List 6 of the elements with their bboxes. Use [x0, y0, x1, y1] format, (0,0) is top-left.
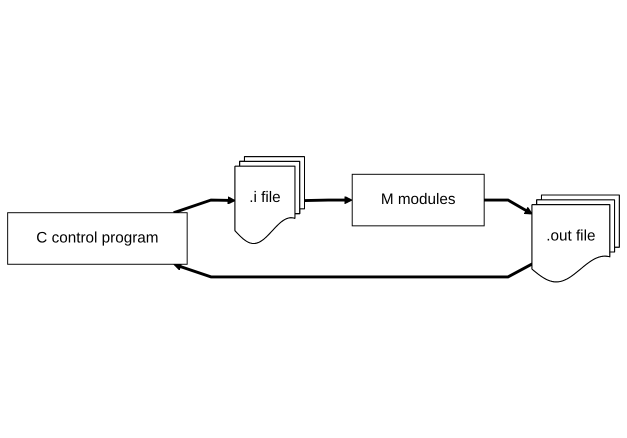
arrow	[304, 196, 353, 204]
node-box: M modules	[352, 174, 485, 226]
arrow	[173, 196, 236, 214]
arrow	[484, 198, 533, 214]
arrow	[173, 262, 534, 278]
node-box: C control program	[7, 212, 188, 264]
